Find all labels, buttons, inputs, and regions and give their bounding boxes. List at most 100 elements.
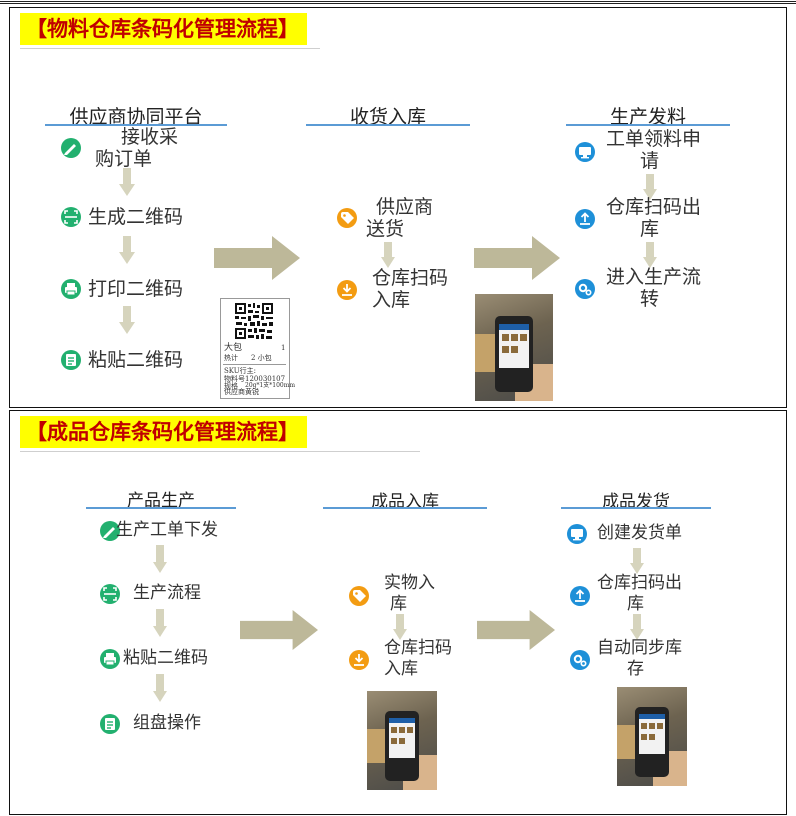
product-step-work-order: 生产工单下发: [116, 520, 218, 540]
material-col2-rule: [306, 124, 470, 126]
material-step-enter-production-line1: 进入生产流: [606, 266, 702, 288]
down-arrow-icon: [643, 174, 657, 200]
product-col1-rule: [86, 507, 236, 509]
down-arrow-icon: [153, 609, 167, 637]
material-step-work-order-request: 工单领料申 请: [606, 128, 701, 172]
label-card-page: 1: [281, 344, 286, 352]
label-card-row: SKU行主:: [224, 367, 257, 375]
tag-icon: [337, 208, 357, 228]
material-step-receive-po-line2: 购订单: [95, 148, 153, 170]
label-card-row: 供应商: [224, 388, 245, 396]
product-step-sync-inventory-line2: 存: [627, 659, 644, 679]
pen-icon: [61, 138, 81, 158]
product-step-paste-qr: 粘贴二维码: [123, 648, 208, 668]
top-rule: [0, 1, 796, 4]
label-card-row-value: 20g*1支*100mm: [245, 382, 296, 389]
product-step-warehouse-outbound-line2: 库: [627, 594, 644, 614]
handheld-scanner-photo: [617, 687, 687, 786]
monitor-icon: [575, 142, 595, 162]
product-col1-header: 产品生产: [127, 491, 195, 511]
product-col3-rule: [561, 507, 711, 509]
material-step-enter-production-line2: 转: [640, 288, 660, 310]
product-step-production-flow: 生产流程: [133, 583, 201, 603]
upload-icon: [575, 209, 595, 229]
material-step-receive-po-line1: 接收采: [121, 126, 179, 148]
material-col1-rule: [45, 124, 227, 126]
down-arrow-icon: [119, 168, 135, 196]
material-col3-rule: [566, 124, 730, 126]
list-icon: [100, 714, 120, 734]
product-step-warehouse-inbound: 仓库扫码 入库: [384, 638, 452, 680]
down-arrow-icon: [153, 674, 167, 702]
product-step-warehouse-inbound-line1: 仓库扫码: [384, 638, 452, 658]
material-step-supplier-delivery-line2: 送货: [366, 218, 405, 240]
down-arrow-icon: [630, 548, 644, 574]
scan-icon: [100, 584, 120, 604]
product-step-palletize: 组盘操作: [133, 713, 201, 733]
product-title-separator: [20, 451, 420, 452]
label-card-sub: 热计: [224, 354, 238, 362]
material-step-paste-qr: 粘贴二维码: [88, 349, 184, 371]
monitor-icon: [567, 524, 587, 544]
qr-code-icon: [234, 302, 274, 340]
material-step-warehouse-outbound: 仓库扫码出 库: [606, 196, 701, 240]
material-step-work-order-request-line1: 工单领料申: [606, 128, 702, 150]
gears-icon: [575, 279, 595, 299]
material-step-supplier-delivery-line1: 供应商: [376, 196, 434, 218]
product-step-physical-inbound-line2: 库: [390, 594, 407, 614]
product-step-sync-inventory-line1: 自动同步库: [597, 638, 682, 658]
material-step-print-qr: 打印二维码: [88, 278, 184, 300]
down-arrow-icon: [381, 242, 395, 268]
material-step-warehouse-inbound: 仓库扫码 入库: [372, 267, 448, 311]
material-step-warehouse-outbound-line2: 库: [640, 218, 660, 240]
label-card-row: 规格: [224, 382, 238, 390]
material-step-enter-production: 进入生产流 转: [606, 266, 701, 310]
material-step-receive-po: 接收采 购订单: [95, 126, 178, 170]
down-arrow-icon: [119, 236, 135, 264]
down-arrow-icon: [393, 614, 407, 640]
label-card-mark: 2 小包: [251, 354, 272, 362]
product-step-physical-inbound-line1: 实物入: [384, 573, 435, 593]
material-col1-header: 供应商协同平台: [69, 106, 203, 128]
material-col3-header: 生产发料: [609, 106, 686, 128]
flow-arrow-icon: [474, 236, 560, 280]
material-step-work-order-request-line2: 请: [640, 150, 660, 172]
label-card-name: 大包: [224, 343, 243, 353]
handheld-scanner-photo: [367, 691, 437, 790]
flow-arrow-icon: [477, 610, 555, 650]
flow-arrow-icon: [214, 236, 300, 280]
material-panel: [9, 7, 787, 408]
qr-label-card: 大包 1 热计 2 小包 SKU行主: 物料号 120030107 规格 20g…: [220, 298, 295, 399]
product-step-warehouse-inbound-line2: 入库: [384, 659, 418, 679]
product-step-warehouse-outbound: 仓库扫码出 库: [597, 573, 682, 615]
product-title-banner: 【成品仓库条码化管理流程】: [20, 416, 307, 448]
material-step-warehouse-inbound-line1: 仓库扫码: [372, 267, 449, 289]
printer-icon: [61, 279, 81, 299]
material-step-warehouse-inbound-line2: 入库: [372, 289, 411, 311]
product-step-sync-inventory: 自动同步库 存: [597, 638, 682, 680]
product-step-physical-inbound: 实物入 库: [384, 573, 435, 615]
product-step-create-delivery: 创建发货单: [597, 523, 682, 543]
product-col2-rule: [323, 507, 487, 509]
pen-icon: [100, 521, 120, 541]
label-card-row-value: 120030107: [245, 375, 286, 383]
list-icon: [61, 350, 81, 370]
label-card-row-value: 黄锐: [245, 388, 259, 396]
label-card-divider: [223, 364, 286, 365]
material-step-warehouse-outbound-line1: 仓库扫码出: [606, 196, 702, 218]
down-arrow-icon: [153, 545, 167, 573]
upload-icon: [570, 586, 590, 606]
product-step-warehouse-outbound-line1: 仓库扫码出: [597, 573, 682, 593]
material-title-separator: [20, 48, 320, 49]
tag-icon: [349, 586, 369, 606]
down-arrow-icon: [630, 614, 644, 640]
material-step-supplier-delivery: 供应商 送货: [366, 196, 433, 240]
label-card-row: 物料号: [224, 375, 245, 383]
down-arrow-icon: [643, 242, 657, 268]
scan-icon: [61, 207, 81, 227]
material-step-generate-qr: 生成二维码: [88, 206, 184, 228]
download-icon: [337, 280, 357, 300]
flow-arrow-icon: [240, 610, 318, 650]
download-icon: [349, 650, 369, 670]
gears-icon: [570, 650, 590, 670]
